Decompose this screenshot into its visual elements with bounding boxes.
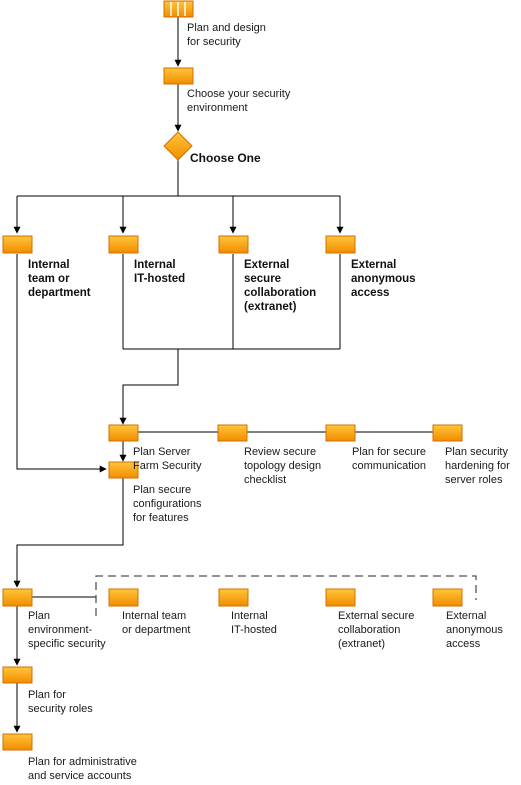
connector-internal-team-to-config — [16, 254, 107, 473]
option-internal-team-node — [108, 588, 139, 607]
secure-comm-node — [325, 424, 356, 442]
connector-merge-to-server-farm — [119, 349, 179, 425]
internal-team-node — [2, 235, 33, 254]
label-secure-config: Plan secure configurations for features — [133, 484, 205, 524]
label-review-topology: Review secure topology design checklist — [244, 446, 324, 486]
connectors — [13, 17, 434, 733]
choose-one-diamond — [163, 131, 193, 161]
option-internal-it-node — [218, 588, 249, 607]
env-specific-node — [2, 588, 33, 607]
admin-accounts-node — [2, 733, 33, 751]
label-security-roles: Plan for security roles — [28, 689, 93, 715]
option-external-anon-node — [432, 588, 463, 607]
label-plan-design: Plan and design for security — [187, 22, 269, 48]
server-farm-node — [108, 424, 139, 442]
label-external-anon: External anonymous access — [351, 259, 419, 299]
label-internal-it: Internal IT-hosted — [134, 259, 185, 285]
start-node-stripes — [170, 2, 186, 16]
label-internal-team: Internal team or department — [28, 259, 91, 299]
internal-it-node — [108, 235, 139, 254]
connector-config-to-env-specific — [13, 478, 124, 588]
label-hardening: Plan security hardening for server roles — [445, 446, 513, 486]
label-external-collab: External secure collaboration (extranet) — [244, 259, 319, 313]
label-env-specific: Plan environment- specific security — [28, 610, 106, 650]
labels: Plan and design for security Choose your… — [28, 22, 513, 782]
label-option-external-anon: External anonymous access — [446, 610, 506, 650]
label-option-internal-team: Internal team or department — [122, 610, 190, 636]
nodes — [2, 0, 463, 751]
label-choose-env: Choose your security environment — [187, 88, 293, 114]
review-topology-node — [217, 424, 248, 442]
label-choose-one: Choose One — [190, 151, 261, 165]
external-anon-node — [325, 235, 356, 254]
env-options-dashed-frame — [95, 575, 477, 616]
choose-env-node — [163, 67, 194, 85]
label-option-internal-it: Internal IT-hosted — [231, 610, 277, 636]
secure-config-node — [108, 461, 139, 479]
label-server-farm: Plan Server Farm Security — [133, 446, 202, 472]
label-option-external-collab: External secure collaboration (extranet) — [338, 610, 418, 650]
option-external-collab-node — [325, 588, 356, 607]
label-admin-accounts: Plan for administrative and service acco… — [28, 756, 140, 782]
external-collab-node — [218, 235, 249, 254]
hardening-node — [432, 424, 463, 442]
security-roles-node — [2, 666, 33, 684]
label-secure-comm: Plan for secure communication — [352, 446, 429, 472]
